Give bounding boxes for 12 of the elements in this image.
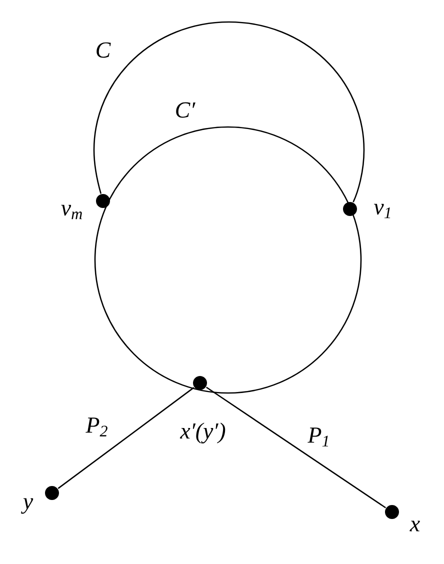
arc bbox=[93, 21, 365, 202]
vertex-label: x bbox=[410, 520, 420, 532]
vertex-label: v$_{1}$ bbox=[374, 204, 390, 218]
line bbox=[206, 386, 386, 508]
vertex-label: y bbox=[21, 498, 34, 514]
edge-label: C bbox=[94, 41, 112, 59]
vertex-label: v$_{m}$ bbox=[61, 204, 82, 220]
circle-label: C′ bbox=[176, 102, 196, 118]
edge-label: P$_{1}$ bbox=[306, 426, 332, 448]
vertex-label: x′(y′) bbox=[180, 422, 226, 444]
edge-label: P$_{2}$ bbox=[84, 416, 110, 438]
line bbox=[58, 387, 194, 489]
